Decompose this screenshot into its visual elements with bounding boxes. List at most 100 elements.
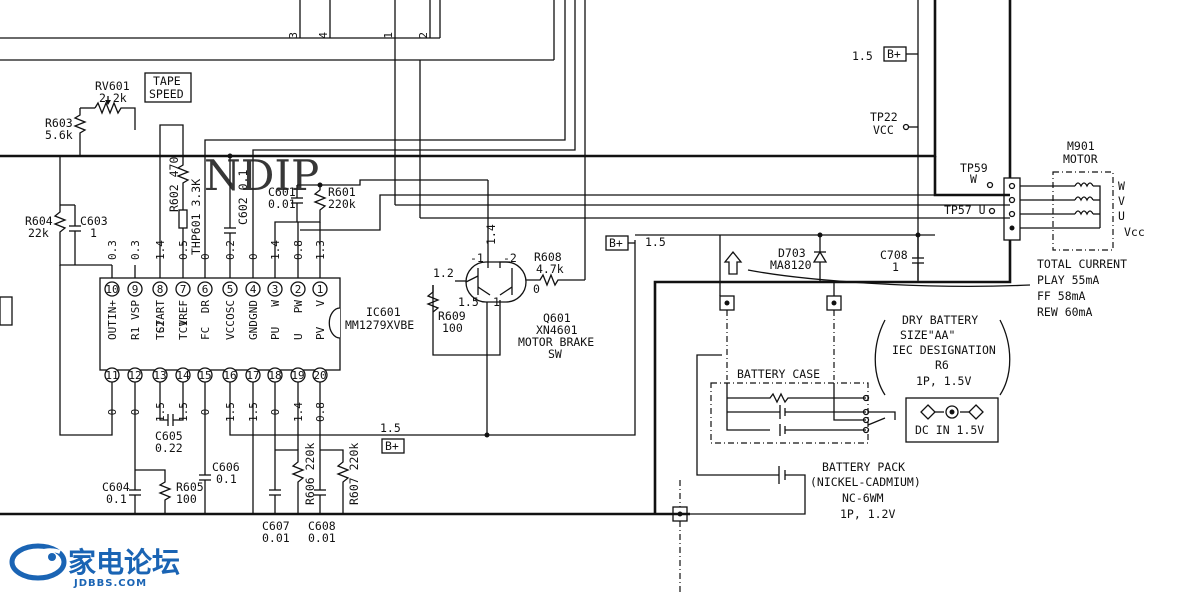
top-connector-lines bbox=[0, 0, 586, 280]
dc-in-box bbox=[905, 397, 999, 443]
battery-pack-voltage: 1P, 1.2V bbox=[840, 507, 895, 521]
b-plus-label-mid: B+ bbox=[385, 439, 399, 453]
battery-pack-label: BATTERY PACK bbox=[822, 460, 905, 474]
r606-label: R606 220k bbox=[303, 443, 317, 505]
battery-pack-type: (NICKEL-CADMIUM) bbox=[810, 475, 921, 489]
b-plus-voltage-mid: 1.5 bbox=[380, 421, 401, 435]
tp22-point bbox=[902, 123, 910, 131]
left-connector-box bbox=[0, 296, 13, 326]
ic601-pin-name: PW bbox=[292, 300, 305, 314]
ic601-pin-voltage: 1.3 bbox=[314, 240, 327, 260]
tp57-label: TP57 U bbox=[944, 203, 986, 217]
tape-speed-label-1: TAPE bbox=[153, 74, 181, 88]
ic601-pin-voltage: 0.3 bbox=[129, 240, 142, 260]
r608-label: R608 bbox=[534, 250, 562, 264]
ic601-pin-number: 18 bbox=[268, 369, 281, 382]
b-plus-voltage-right: 1.5 bbox=[645, 235, 666, 249]
ic601-pin-number: 7 bbox=[180, 283, 187, 296]
ic601-pin-voltage: 0.3 bbox=[106, 240, 119, 260]
b-plus-voltage-top: 1.5 bbox=[852, 49, 873, 63]
logo-english: JDBBS.COM bbox=[73, 578, 147, 589]
ic601-pin-voltage: 0.8 bbox=[292, 240, 305, 260]
ic601-pin-name: R1 bbox=[129, 327, 142, 340]
r609-value: 100 bbox=[442, 321, 463, 335]
ic601-pin-number: 17 bbox=[246, 369, 259, 382]
battery-case-label: BATTERY CASE bbox=[737, 367, 820, 381]
ic601-pin-name: GND bbox=[247, 300, 260, 320]
c603-label: C603 bbox=[80, 214, 108, 228]
c605-label: C605 bbox=[155, 429, 183, 443]
ic601-pin-voltage: 0.5 bbox=[177, 240, 190, 260]
tp59-label: TP59 bbox=[960, 161, 988, 175]
c603-value: 1 bbox=[90, 226, 97, 240]
c607-label: C607 bbox=[262, 519, 290, 533]
tp22-label: TP22 bbox=[870, 110, 898, 124]
ic601-pin-10 bbox=[104, 281, 120, 297]
r605-label: R605 bbox=[176, 480, 204, 494]
ic601-pin-number: 2 bbox=[295, 283, 302, 296]
ic601-pin-8 bbox=[152, 281, 168, 297]
ic601-pin-number: 10 bbox=[105, 283, 118, 296]
tape-speed-label-2: SPEED bbox=[149, 87, 184, 101]
dc-in-label: DC IN 1.5V bbox=[915, 423, 984, 437]
connector-pin-1: 1 bbox=[382, 32, 395, 39]
ic601-pin-number: 1 bbox=[317, 283, 324, 296]
ic601-pin-number: 20 bbox=[313, 369, 326, 382]
ic601-pin-name: OSC bbox=[224, 300, 237, 320]
ic601-pin-name: FC bbox=[199, 327, 212, 340]
ic601-pin-voltage: 0 bbox=[247, 253, 260, 260]
motor-terminal-vcc: Vcc bbox=[1124, 225, 1145, 239]
c602-label: C602 0.1 bbox=[236, 170, 250, 225]
r601-label: R601 bbox=[328, 185, 356, 199]
connector-pin-3: 3 bbox=[287, 32, 300, 39]
c604-label: C604 bbox=[102, 480, 130, 494]
motor-coils bbox=[1020, 182, 1101, 229]
ic601-pin-name: W bbox=[269, 300, 282, 307]
logo-chinese: 家电论坛 bbox=[68, 546, 180, 579]
ic601-pin-2 bbox=[290, 281, 306, 297]
ic601-pin-name: DR bbox=[199, 300, 212, 314]
q601-pin-voltage-m2: -2 bbox=[503, 251, 517, 265]
dry-battery-voltage: 1P, 1.5V bbox=[916, 374, 971, 388]
battery-pack-model: NC-6WM bbox=[842, 491, 884, 505]
c608-value: 0.01 bbox=[308, 531, 336, 545]
rv601-value: 2.2k bbox=[99, 91, 127, 105]
iec-designation-label: IEC DESIGNATION bbox=[892, 343, 996, 357]
q601-pin-voltage-0: 0 bbox=[533, 282, 540, 296]
iec-r6-label: R6 bbox=[935, 358, 949, 372]
ic601-pin-5 bbox=[222, 281, 238, 297]
ic601-pin-voltage: 1.4 bbox=[269, 240, 282, 260]
ic601-pin-number: 4 bbox=[250, 283, 257, 296]
ic601-pin-number: 5 bbox=[227, 283, 234, 296]
r603-value: 5.6k bbox=[45, 128, 73, 142]
r602-label: R602 470 bbox=[167, 157, 181, 212]
thp601-label: THP601 3.3K bbox=[189, 179, 203, 255]
battery-case-box bbox=[710, 382, 869, 444]
current-flow-arrow bbox=[723, 250, 743, 275]
ic601-pin-number: 16 bbox=[223, 369, 236, 382]
ic601-pin-name: IN+ bbox=[106, 300, 119, 320]
tp59-signal: W bbox=[970, 172, 977, 186]
ic601-pin-number: 15 bbox=[198, 369, 211, 382]
c608-label: C608 bbox=[308, 519, 336, 533]
motor-connector bbox=[1003, 177, 1021, 241]
q601-transistor bbox=[465, 180, 527, 303]
c601-label: C601 bbox=[268, 185, 296, 199]
r607-label: R607 220k bbox=[347, 443, 361, 505]
c604-value: 0.1 bbox=[106, 492, 127, 506]
b-plus-box-mid bbox=[381, 438, 405, 454]
tape-speed-box bbox=[144, 72, 192, 103]
q601-desc-2: SW bbox=[548, 347, 562, 361]
b-plus-label-top: B+ bbox=[887, 47, 901, 61]
r603-label: R603 bbox=[45, 116, 73, 130]
ic601-pin-4 bbox=[245, 281, 261, 297]
r604-value: 22k bbox=[28, 226, 49, 240]
r605-value: 100 bbox=[176, 492, 197, 506]
connector-pin-4: 4 bbox=[317, 32, 330, 39]
c708-value: 1 bbox=[892, 260, 899, 274]
motor-terminal-v: V bbox=[1118, 194, 1125, 208]
ic601-pin-number: 8 bbox=[157, 283, 164, 296]
c607-value: 0.01 bbox=[262, 531, 290, 545]
ic601-pin-number: 3 bbox=[272, 283, 279, 296]
